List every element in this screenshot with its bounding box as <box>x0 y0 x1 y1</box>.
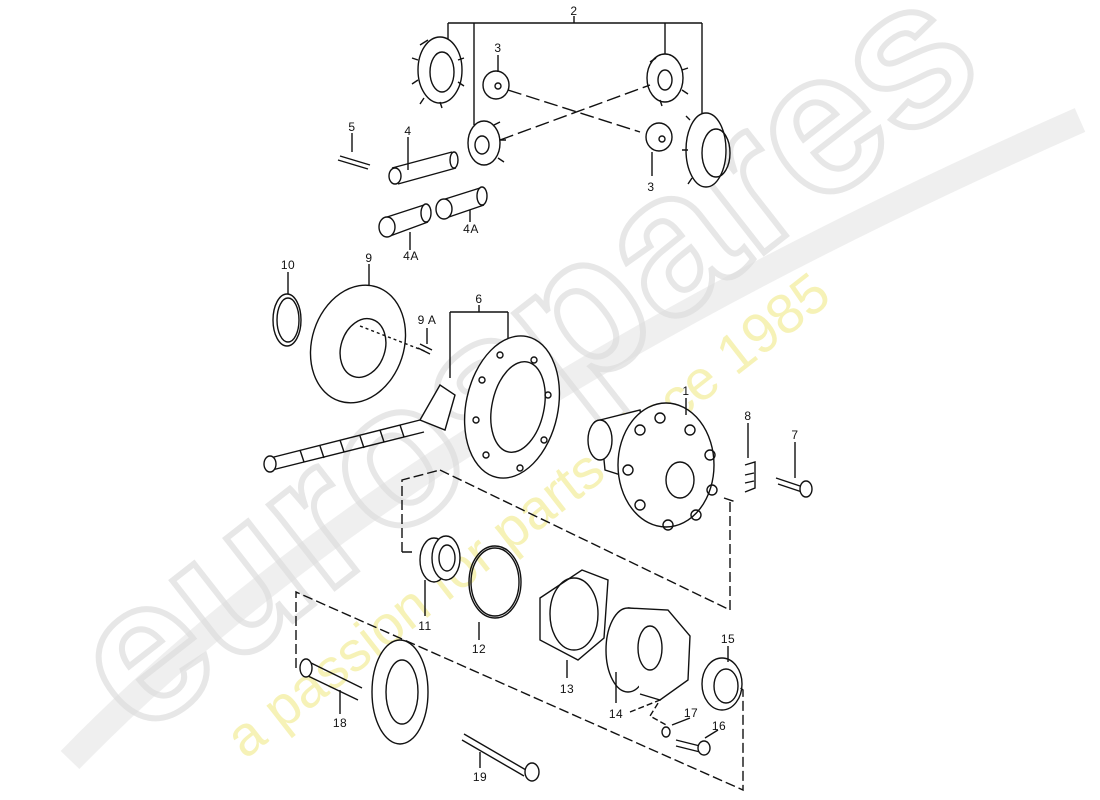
callout-9: 9 <box>365 251 373 265</box>
sleeve-4a-right <box>435 186 488 222</box>
callout-13: 13 <box>559 682 575 696</box>
drive-flange-18 <box>299 639 429 745</box>
ring-gear <box>463 335 561 479</box>
o-ring-12 <box>468 545 522 640</box>
callout-15: 15 <box>720 632 736 646</box>
shaft-seal-15 <box>701 646 743 711</box>
watermark-brand: eurospares <box>29 0 1016 774</box>
callout-14: 14 <box>608 707 624 721</box>
callout-4a-right: 4A <box>463 222 479 236</box>
dowel-9a <box>359 325 433 355</box>
spacer-disc-9 <box>309 264 407 404</box>
circlip-10 <box>272 272 302 347</box>
callout-19: 19 <box>472 770 488 784</box>
sleeve-4a-left <box>378 203 432 250</box>
callout-7: 7 <box>791 428 799 442</box>
watermark-tagline: a passion for parts since 1985 <box>214 260 842 770</box>
bracket-6 <box>449 305 509 378</box>
pinion-top-right <box>646 53 689 107</box>
callout-12: 12 <box>471 642 487 656</box>
lock-plate-8 <box>744 423 756 493</box>
callout-18: 18 <box>332 716 348 730</box>
callout-3-upper: 3 <box>494 41 502 55</box>
gasket-13 <box>539 569 609 678</box>
thrust-washer-upper <box>482 55 510 100</box>
callout-3-lower: 3 <box>647 180 655 194</box>
callout-4: 4 <box>404 124 412 138</box>
callout-9a: 9 A <box>417 313 437 327</box>
callout-17: 17 <box>683 706 699 720</box>
bearing-11 <box>419 535 461 616</box>
side-gear-right <box>682 112 731 188</box>
callout-10: 10 <box>280 258 296 272</box>
callout-6: 6 <box>475 292 483 306</box>
assembly-line-frame-lower <box>295 590 744 792</box>
callout-16: 16 <box>711 719 727 733</box>
bolt-16 <box>675 729 719 756</box>
differential-housing-1 <box>587 398 718 531</box>
callout-2: 2 <box>570 4 578 18</box>
pinion-shaft-4 <box>388 137 459 185</box>
assembly-line-frame-upper <box>401 469 737 611</box>
pin-5 <box>337 133 371 170</box>
drive-pinion-shaft <box>263 384 456 473</box>
watermark-swoosh <box>60 108 1086 770</box>
pinion-lower-left <box>467 120 506 166</box>
callout-5: 5 <box>348 120 356 134</box>
washer-17 <box>661 717 691 738</box>
bolt-7 <box>775 442 813 498</box>
bracket-2 <box>447 16 703 125</box>
callout-8: 8 <box>744 409 752 423</box>
assembly-line-cross <box>499 84 651 141</box>
callout-4a-left: 4A <box>403 249 419 263</box>
side-gear-left <box>411 36 465 109</box>
callout-1: 1 <box>682 384 690 398</box>
callout-11: 11 <box>418 619 432 633</box>
thrust-washer-lower <box>645 122 673 176</box>
